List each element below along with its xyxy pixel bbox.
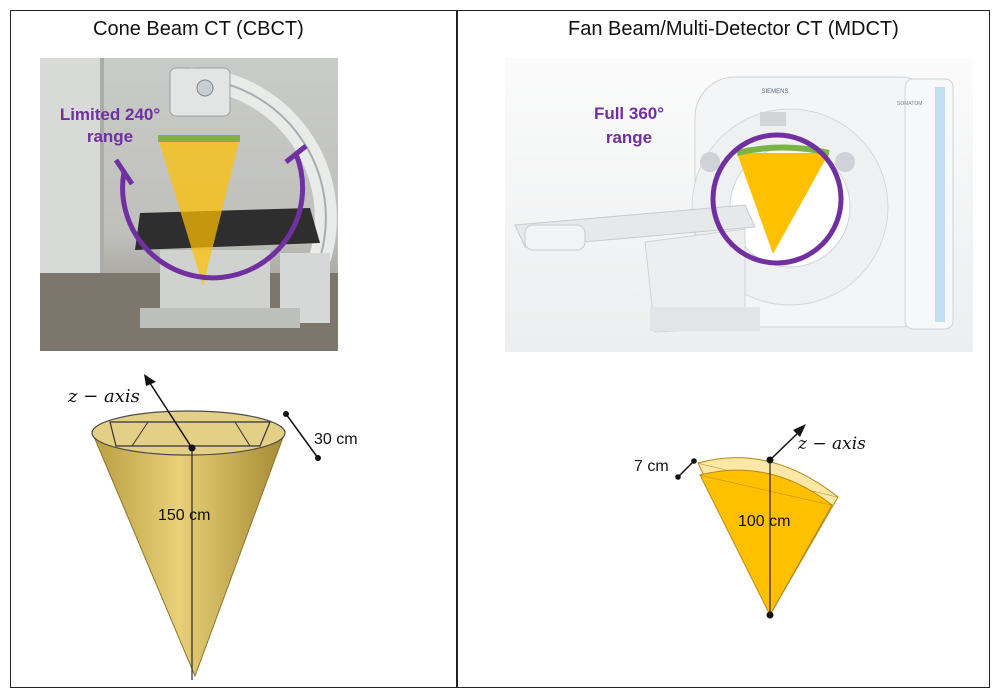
cbct-title: Cone Beam CT (CBCT) [93, 18, 304, 40]
cbct-cone-body [91, 431, 286, 678]
arc-end-cap [284, 144, 308, 164]
cbct-range-label-2: range [87, 127, 133, 146]
mdct-rotation-circle [710, 132, 844, 266]
mdct-brand-label: SIEMENS [761, 89, 788, 95]
mdct-title: Fan Beam/Multi-Detector CT (MDCT) [568, 18, 899, 40]
mdct-length-label: 100 cm [738, 513, 790, 530]
cbct-width-label: 30 cm [314, 431, 358, 448]
cbct-z-axis-label: z − axis [67, 386, 140, 407]
cbct-rotation-arc [120, 153, 306, 281]
mdct-xray-beam [737, 153, 829, 254]
panel-divider [456, 10, 458, 688]
mdct-range-label: Full 360° [594, 104, 664, 123]
mdct-scanner-photo: SIEMENS SOMATOM Full 360° range [505, 57, 973, 352]
mdct-range-label-2: range [606, 128, 652, 147]
cbct-length-label: 150 cm [158, 507, 210, 524]
cbct-xray-beam [158, 138, 240, 286]
mdct-model-label: SOMATOM [897, 101, 922, 107]
mdct-width-marker [677, 460, 695, 478]
arc-end-cap [113, 158, 135, 186]
mdct-fan-diagram: z − axis 7 cm 100 cm [634, 424, 866, 619]
mdct-width-label: 7 cm [634, 458, 669, 475]
cbct-cone-top [91, 410, 286, 456]
cbct-cone-diagram: z − axis 30 cm 150 cm [67, 374, 358, 680]
cbct-range-label: Limited 240° [60, 105, 161, 124]
cbct-z-axis-arrow [147, 379, 193, 449]
mdct-z-axis-arrow [769, 430, 801, 461]
cbct-scanner-photo: Limited 240° range [40, 58, 338, 351]
mdct-z-axis-label: z − axis [797, 434, 866, 454]
cbct-detector [158, 135, 240, 142]
cbct-width-marker [285, 413, 319, 459]
